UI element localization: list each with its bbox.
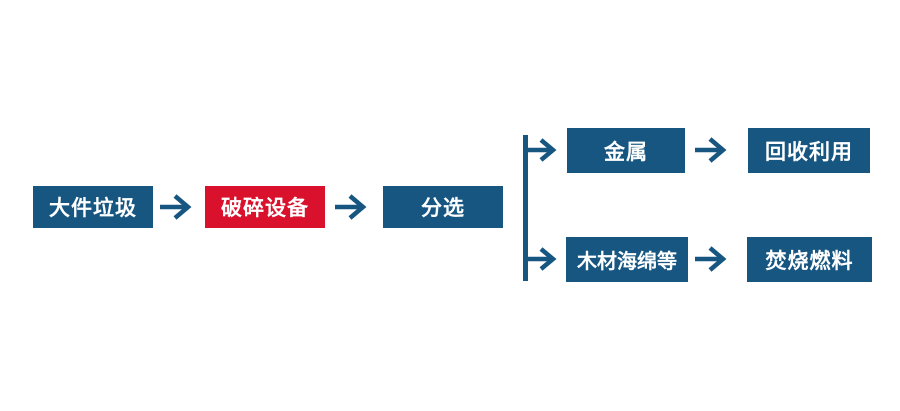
flow-node-wood-sponge-etc: 木材海绵等 [566, 237, 688, 282]
right-arrow-icon [334, 193, 368, 221]
right-arrow-icon [694, 245, 728, 273]
flow-node-sorting: 分选 [383, 186, 503, 228]
right-arrow-icon [694, 136, 728, 164]
flow-node-metal: 金属 [567, 128, 685, 173]
flow-node-recycling: 回收利用 [748, 128, 870, 173]
flow-node-incineration-fuel: 焚烧燃料 [747, 237, 872, 282]
flow-node-crushing-equipment: 破碎设备 [205, 186, 325, 228]
right-arrow-icon [159, 193, 193, 221]
branch-arrow-top-icon [528, 137, 558, 163]
branch-arrow-bottom-icon [528, 246, 558, 272]
branch-line [523, 135, 528, 281]
flow-node-bulky-waste: 大件垃圾 [33, 186, 153, 228]
